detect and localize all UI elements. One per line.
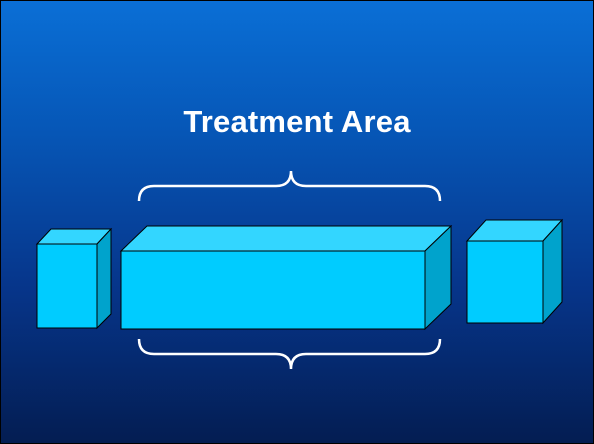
bottom-brace-icon (137, 338, 442, 370)
left-box-side (96, 227, 112, 330)
treatment-box (119, 224, 453, 331)
treatment-box-front (120, 250, 426, 330)
left-box (35, 227, 113, 330)
slide-title: Treatment Area (183, 104, 411, 139)
right-box (465, 218, 564, 325)
treatment-box-top (119, 225, 453, 252)
top-brace-icon (137, 170, 442, 202)
left-box-front (36, 243, 98, 329)
right-box-front (466, 240, 544, 324)
